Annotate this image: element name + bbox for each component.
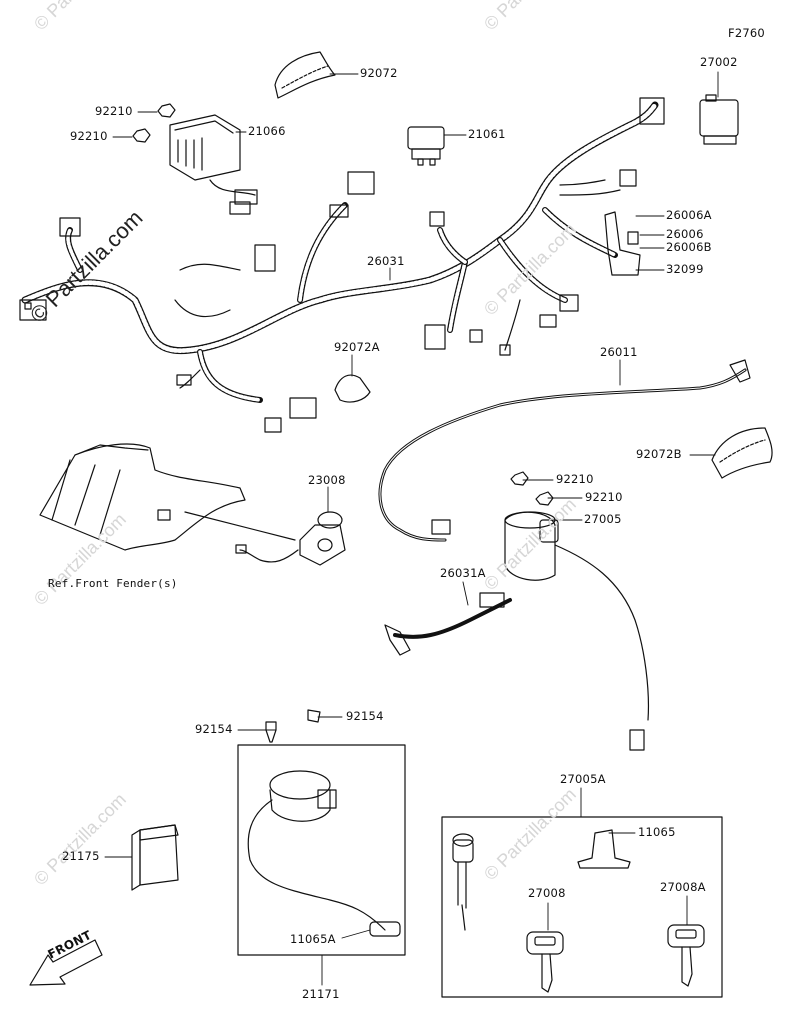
part-label-26031A: 26031A — [440, 566, 486, 580]
part-label-21171: 21171 — [302, 987, 340, 1001]
part-label-27005: 27005 — [584, 512, 622, 526]
box-21171 — [237, 744, 406, 956]
main-harness-26031 — [19, 97, 665, 433]
part-label-21175: 21175 — [62, 849, 100, 863]
part-label-26006B: 26006B — [666, 240, 712, 254]
part-label-26006A: 26006A — [666, 208, 712, 222]
part-label-92210: 92210 — [95, 104, 133, 118]
part-label-32099: 32099 — [666, 262, 704, 276]
relay-21061 — [407, 126, 445, 166]
relay-27002 — [699, 94, 739, 145]
ecu-21175 — [131, 824, 179, 891]
part-label-27002: 27002 — [700, 55, 738, 69]
part-label-92072: 92072 — [360, 66, 398, 80]
harness-26031A — [384, 592, 512, 656]
part-label-27008: 27008 — [528, 886, 566, 900]
part-label-27005A: 27005A — [560, 772, 606, 786]
clamp-92072B — [711, 427, 773, 479]
box-27005A — [441, 816, 723, 998]
clamp-92072 — [274, 51, 336, 99]
part-label-92210: 92210 — [585, 490, 623, 504]
part-label-26031: 26031 — [367, 254, 405, 268]
clamp-92072A — [334, 374, 371, 403]
part-label-92072A: 92072A — [334, 340, 380, 354]
ref-front-fender-label: Ref.Front Fender(s) — [48, 577, 178, 590]
part-label-92154: 92154 — [346, 709, 384, 723]
part-label-92210: 92210 — [556, 472, 594, 486]
wire-26011 — [378, 359, 751, 542]
regulator-21066 — [169, 114, 258, 215]
part-label-21061: 21061 — [468, 127, 506, 141]
ignition-23008 — [184, 511, 346, 566]
bracket-32099 — [604, 211, 641, 276]
switch-27005 — [504, 511, 650, 751]
front-fender — [39, 443, 246, 551]
part-label-11065: 11065 — [638, 825, 676, 839]
part-label-21066: 21066 — [248, 124, 286, 138]
diagram-code: F2760 — [728, 26, 765, 40]
part-label-92154: 92154 — [195, 722, 233, 736]
part-label-23008: 23008 — [308, 473, 346, 487]
front-arrow-shape — [29, 939, 103, 986]
part-label-92210: 92210 — [70, 129, 108, 143]
part-label-27008A: 27008A — [660, 880, 706, 894]
part-label-26006: 26006 — [666, 227, 704, 241]
part-label-92072B: 92072B — [636, 447, 682, 461]
part-label-26011: 26011 — [600, 345, 638, 359]
part-label-11065A: 11065A — [290, 932, 336, 946]
